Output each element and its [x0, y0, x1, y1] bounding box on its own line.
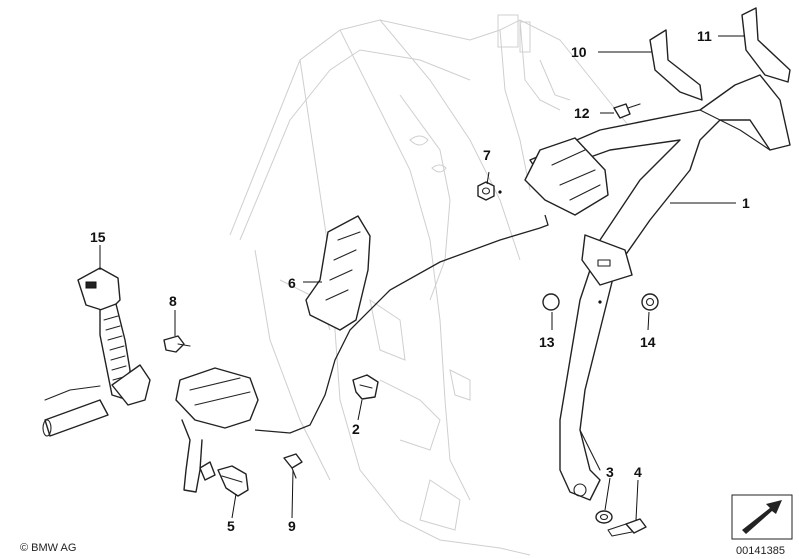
direction-arrow-icon: [731, 494, 793, 540]
callout-10: 10: [571, 44, 587, 60]
part-3-washer: [595, 510, 613, 524]
part-1-belt-retractor: [524, 74, 791, 501]
part-13-cap: [542, 293, 560, 311]
part-6-bracket: [305, 215, 371, 331]
part-8-screw: [163, 335, 191, 353]
callout-6: 6: [288, 275, 296, 291]
callout-11: 11: [697, 28, 712, 44]
leader-lines: [99, 35, 745, 521]
callout-2: 2: [352, 421, 360, 437]
callout-15: 15: [90, 229, 106, 245]
part-5-clip-fastener: [217, 465, 249, 497]
image-number: 00141385: [736, 545, 785, 557]
callout-13: 13: [539, 334, 555, 350]
callout-7: 7: [483, 147, 491, 163]
part-2-clip: [352, 374, 379, 400]
part-15-buckle: [42, 267, 151, 437]
cable: [254, 214, 549, 434]
buckle-mount-assembly: [175, 367, 259, 493]
part-14-nut: [641, 293, 659, 311]
callout-4: 4: [634, 464, 642, 480]
part-12-screw: [613, 103, 641, 119]
callout-8: 8: [169, 293, 177, 309]
callout-labels: 1 2 3 4 5 6 7 8 9 10 11 12 13 14 15: [90, 28, 750, 534]
copyright-text: © BMW AG: [20, 542, 76, 554]
callout-3: 3: [606, 464, 614, 480]
callout-12: 12: [574, 105, 590, 121]
callout-9: 9: [288, 518, 296, 534]
part-10-cover: [649, 29, 703, 101]
part-11-cover: [741, 7, 791, 83]
callout-5: 5: [227, 518, 235, 534]
part-7-nut: [477, 181, 495, 201]
part-4-bolt: [607, 518, 647, 537]
callout-1: 1: [742, 195, 750, 211]
callout-14: 14: [640, 334, 656, 350]
part-9-bolt: [283, 453, 303, 479]
